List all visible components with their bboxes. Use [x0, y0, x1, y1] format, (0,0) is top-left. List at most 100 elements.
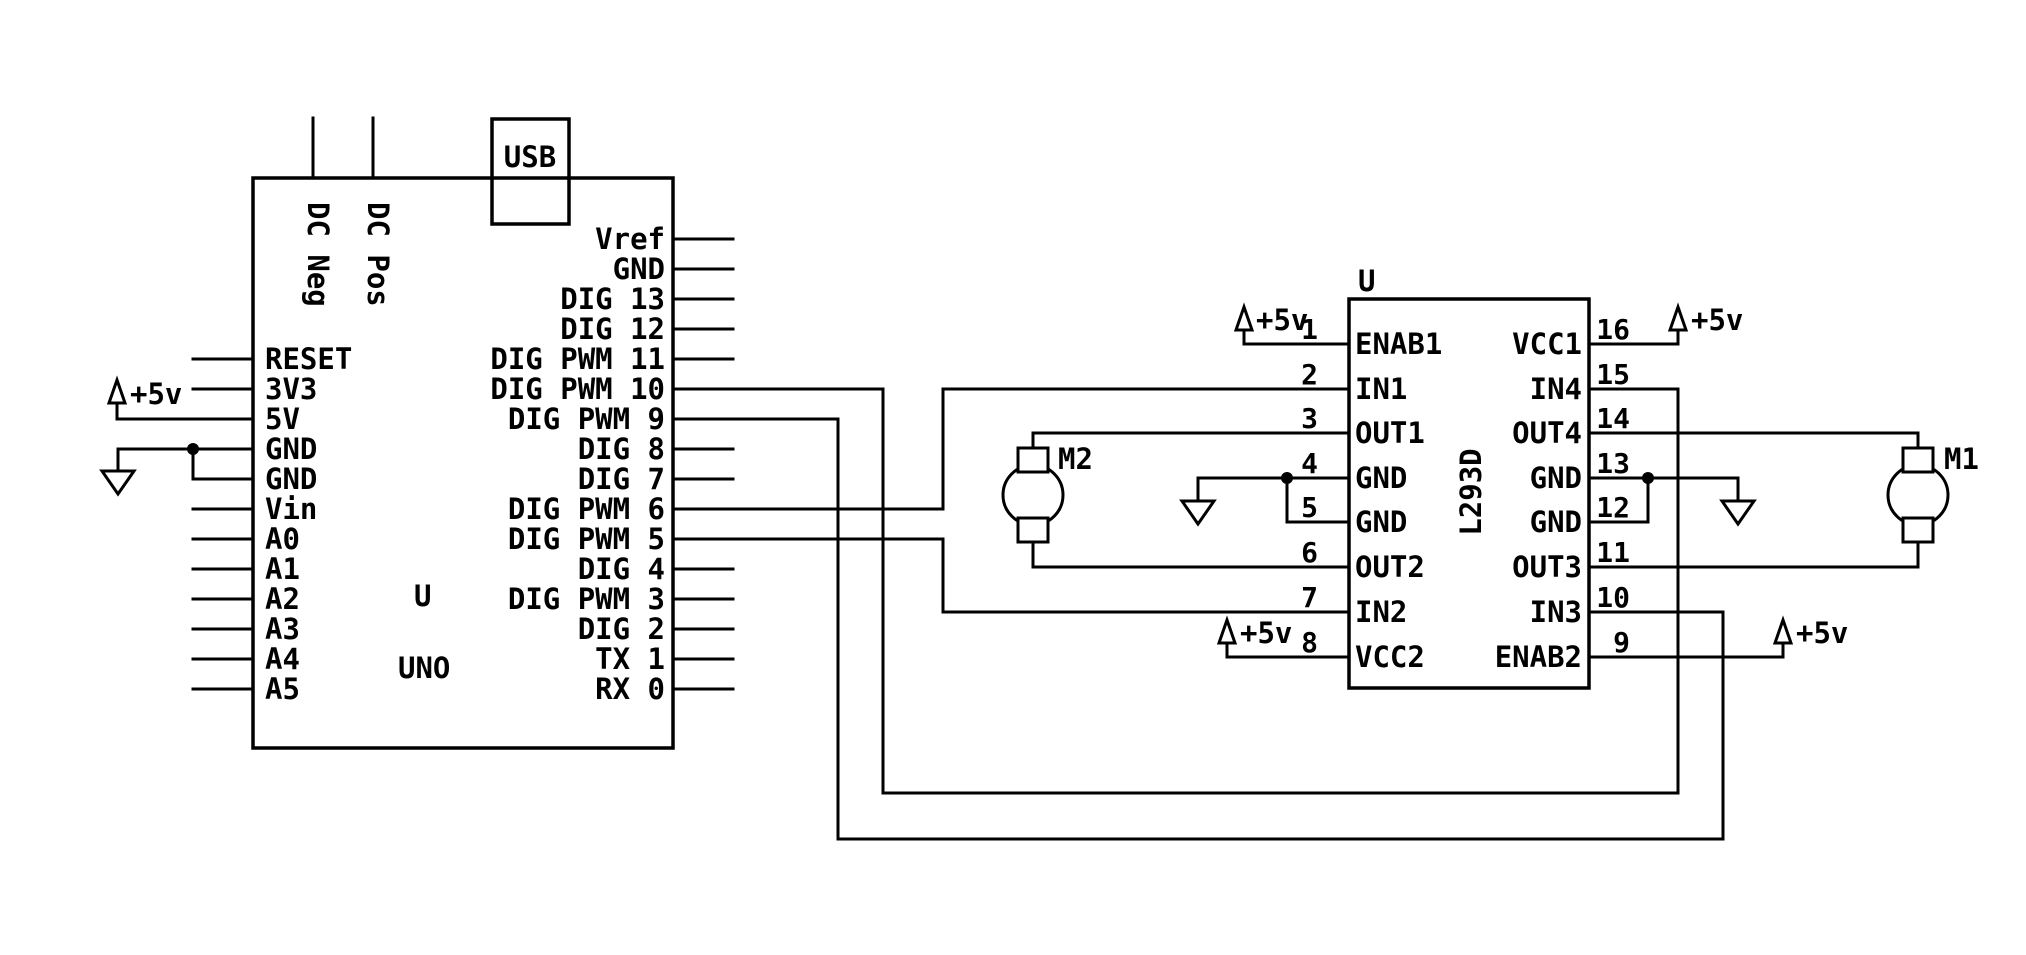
arduino-pin-pwm11: DIG PWM 11: [490, 342, 665, 376]
motor-body: [1886, 463, 1950, 527]
wire-gnd-net: [116, 447, 255, 473]
power-arrow-icon: [1216, 615, 1238, 645]
driver-pinnum-8: 8: [1301, 626, 1318, 659]
driver-pin-out2: OUT2: [1355, 550, 1425, 584]
junction-dot: [187, 443, 199, 455]
power-label-5v-arduino: +5v: [130, 377, 182, 411]
net-out2-m2: [1031, 540, 1351, 569]
arduino-pin-tx1: TX 1: [595, 642, 665, 676]
usb-label: USB: [504, 140, 556, 174]
arduino-pin-a1: A1: [265, 552, 300, 586]
arduino-pin-dig13: DIG 13: [560, 282, 665, 316]
driver-pin-out4: OUT4: [1512, 416, 1582, 450]
net-gnd-right: [1587, 476, 1740, 503]
net-pwm10-to-in4: [671, 387, 1680, 795]
net-vcc1-supply: [1587, 328, 1680, 346]
arduino-pin-dig2: DIG 2: [578, 612, 665, 646]
net-gnd12-branch: [1587, 476, 1650, 524]
arduino-pin-5v: 5V: [265, 402, 300, 436]
arduino-pin-a3: A3: [265, 612, 300, 646]
arduino-pin-pwm10: DIG PWM 10: [490, 372, 665, 406]
power-arrow-icon: [1667, 302, 1689, 332]
driver-pin-in3: IN3: [1530, 595, 1582, 629]
driver-pinnum-2: 2: [1301, 358, 1318, 391]
net-vcc2-supply: [1225, 641, 1351, 659]
arduino-pin-pwm6: DIG PWM 6: [508, 492, 665, 526]
arduino-ref: U: [414, 579, 431, 613]
net-out3-m1: [1587, 540, 1920, 569]
dc-neg-label: DC Neg: [301, 202, 335, 307]
net-pwm9-to-in3: [671, 417, 1725, 841]
driver-pin-gnd12: GND: [1530, 505, 1582, 539]
arduino-pin-pwm5: DIG PWM 5: [508, 522, 665, 556]
motor-m1: [1886, 446, 1950, 544]
net-gnd-left: [1196, 476, 1351, 503]
motor-m2: [1001, 446, 1065, 544]
driver-pin-in2: IN2: [1355, 595, 1407, 629]
junction-dot: [1281, 472, 1293, 484]
power-label-5v-enab2: +5v: [1796, 616, 1848, 650]
arduino-name: UNO: [398, 651, 450, 685]
l293d-body: [1347, 297, 1591, 690]
arduino-pin-pwm9: DIG PWM 9: [508, 402, 665, 436]
arduino-pin-vref: Vref: [595, 222, 665, 256]
arduino-pin-a2: A2: [265, 582, 300, 616]
power-arrow-icon: [106, 375, 128, 405]
net-gnd5-branch: [1285, 476, 1351, 524]
net-enab2-supply: [1587, 641, 1785, 659]
driver-pin-vcc1: VCC1: [1512, 327, 1582, 361]
arduino-pin-a5: A5: [265, 672, 300, 706]
arduino-pin-3v3: 3V3: [265, 372, 317, 406]
driver-ref: U: [1358, 264, 1375, 298]
driver-pinnum-12: 12: [1596, 491, 1630, 524]
ground-icon: [1719, 499, 1757, 527]
arduino-pin-gnd1: GND: [265, 432, 317, 466]
ground-icon: [99, 469, 137, 497]
net-out1-m2: [1031, 431, 1351, 450]
motor-m2-label: M2: [1058, 442, 1093, 476]
arduino-pin-a4: A4: [265, 642, 300, 676]
net-pwm6-to-in1: [671, 387, 1351, 511]
arduino-pin-dig8: DIG 8: [578, 432, 665, 466]
arduino-pin-rx0: RX 0: [595, 672, 665, 706]
arduino-pin-dig4: DIG 4: [578, 552, 665, 586]
motor-body: [1001, 463, 1065, 527]
arduino-body: [251, 176, 675, 750]
driver-pinnum-5: 5: [1301, 491, 1318, 524]
motor-terminal: [1016, 446, 1050, 474]
net-enab1-supply: [1242, 328, 1351, 346]
net-pwm5-to-in2: [671, 537, 1351, 614]
wire-5v-supply: [115, 401, 255, 421]
wires: [115, 116, 1920, 841]
driver-pinnum-1: 1: [1301, 313, 1318, 346]
arduino-pin-reset: RESET: [265, 342, 352, 376]
motor-m1-label: M1: [1944, 442, 1979, 476]
driver-pinnum-11: 11: [1596, 536, 1630, 569]
junction-dot: [1642, 472, 1654, 484]
driver-pinnum-10: 10: [1596, 581, 1630, 614]
net-out4-m1: [1587, 431, 1920, 450]
driver-pinnum-14: 14: [1596, 402, 1630, 435]
driver-pinnum-6: 6: [1301, 536, 1318, 569]
driver-pinnum-15: 15: [1596, 358, 1630, 391]
motor-terminal: [1016, 516, 1050, 544]
arduino-pin-dig7: DIG 7: [578, 462, 665, 496]
arduino-pin-a0: A0: [265, 522, 300, 556]
driver-pin-vcc2: VCC2: [1355, 640, 1425, 674]
driver-pin-out3: OUT3: [1512, 550, 1582, 584]
driver-pin-gnd4: GND: [1355, 461, 1407, 495]
driver-pin-gnd13: GND: [1530, 461, 1582, 495]
arduino-pin-gnd: GND: [613, 252, 665, 286]
power-label-5v-vcc1: +5v: [1691, 303, 1743, 337]
driver-pin-enab2: ENAB2: [1495, 640, 1582, 674]
arduino-pin-pwm3: DIG PWM 3: [508, 582, 665, 616]
power-label-5v-enab1: +5v: [1256, 303, 1308, 337]
driver-pinnum-3: 3: [1301, 402, 1318, 435]
driver-pin-in1: IN1: [1355, 372, 1407, 406]
usb-connector: [490, 117, 571, 226]
driver-pin-in4: IN4: [1530, 372, 1582, 406]
arduino-pin-gnd2: GND: [265, 462, 317, 496]
motor-terminal: [1901, 446, 1935, 474]
driver-pin-gnd5: GND: [1355, 505, 1407, 539]
